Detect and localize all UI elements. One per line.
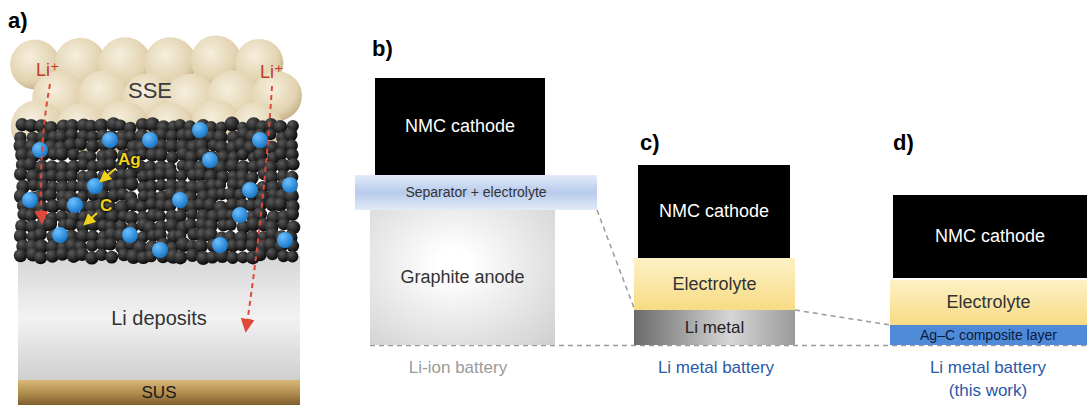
layer-name: SSE <box>128 78 172 103</box>
sus-current-collector: SUS <box>18 380 300 405</box>
node-text: NMC cathode <box>659 201 769 222</box>
sse-particles <box>10 35 302 156</box>
carbon-particle <box>287 158 300 171</box>
carbon-particle <box>125 177 139 191</box>
carbon-particle <box>74 138 87 151</box>
silver-particle <box>22 192 38 208</box>
node-text: Separator + electrolyte <box>405 184 546 200</box>
carbon-particle <box>55 147 69 161</box>
silver-particle <box>252 132 268 148</box>
carbon-particle <box>154 148 168 162</box>
carbon-particle <box>173 250 187 264</box>
pointer-arrow <box>101 169 115 181</box>
silver-particle <box>67 197 83 213</box>
sus-band <box>18 380 300 405</box>
node-text: NMC cathode <box>405 116 515 137</box>
battery-caption: (this work) <box>949 381 1027 401</box>
cathode-box: NMC cathode <box>375 78 545 175</box>
silver-particle <box>192 122 208 138</box>
carbon-particle <box>14 167 28 181</box>
silver-particle <box>152 242 168 258</box>
silver-particle <box>102 132 118 148</box>
battery-caption: Li metal battery <box>658 358 774 378</box>
li-deposit-layer: Li deposits <box>18 256 300 380</box>
li-ion-path <box>41 84 50 222</box>
silver-particle <box>172 192 188 208</box>
li-metal-band: Li metal <box>634 310 795 345</box>
silver-particle <box>277 232 293 248</box>
silver-particle <box>202 152 218 168</box>
node-text: Graphite anode <box>400 267 524 288</box>
electrolyte-band: Electrolyte <box>890 280 1087 325</box>
cathode-box: NMC cathode <box>638 165 790 258</box>
silver-particle <box>212 237 228 253</box>
panel-letter: b) <box>372 36 393 61</box>
li-ion-path <box>246 86 272 330</box>
guide-line <box>795 310 890 325</box>
silver-particle <box>282 177 298 193</box>
silver-particle <box>122 227 138 243</box>
node-text: NMC cathode <box>935 226 1045 247</box>
ion-label: Li⁺ <box>36 60 60 81</box>
composite-layer: Ag–C composite layer <box>890 325 1087 345</box>
battery-caption: Li metal battery <box>930 358 1046 378</box>
guide-line <box>597 210 634 308</box>
node-text: Li metal <box>685 318 745 338</box>
carbon-particle <box>286 208 299 221</box>
carbon-particle <box>104 158 116 170</box>
cathode-box: NMC cathode <box>893 195 1087 278</box>
particle-label: Ag <box>118 150 141 170</box>
electrolyte-band: Electrolyte <box>634 258 795 310</box>
ion-label: Li⁺ <box>260 62 284 83</box>
panel-letter: c) <box>640 130 660 155</box>
node-text: Electrolyte <box>672 274 756 295</box>
node-text: Li deposits <box>111 307 207 330</box>
anode-box: Graphite anode <box>370 210 555 345</box>
carbon-particle <box>105 251 118 264</box>
panel-letter: a) <box>8 8 28 33</box>
carbon-particle <box>286 251 298 263</box>
carbon-particle <box>34 251 47 264</box>
carbon-particle <box>34 228 47 241</box>
carbon-particle <box>273 197 287 211</box>
carbon-particle <box>104 238 117 251</box>
carbon-particle <box>237 148 249 160</box>
silver-particle <box>142 132 158 148</box>
node-text: Ag–C composite layer <box>920 327 1057 343</box>
battery-caption: Li-ion battery <box>409 358 507 378</box>
node-text: Electrolyte <box>946 292 1030 313</box>
silver-particle <box>32 142 48 158</box>
node-text: SUS <box>142 383 177 403</box>
silver-particle <box>52 227 68 243</box>
particle-label: C <box>100 196 112 216</box>
li-deposit-band <box>18 256 300 380</box>
carbon-particle <box>64 218 77 231</box>
panel-letter: d) <box>893 130 914 155</box>
carbon-particle <box>274 147 287 160</box>
pointer-arrow <box>85 213 97 224</box>
silver-particle <box>232 207 248 223</box>
separator-band: Separator + electrolyte <box>355 175 597 210</box>
silver-particle <box>242 182 258 198</box>
carbon-particle <box>266 248 278 260</box>
carbon-particle <box>14 249 27 262</box>
